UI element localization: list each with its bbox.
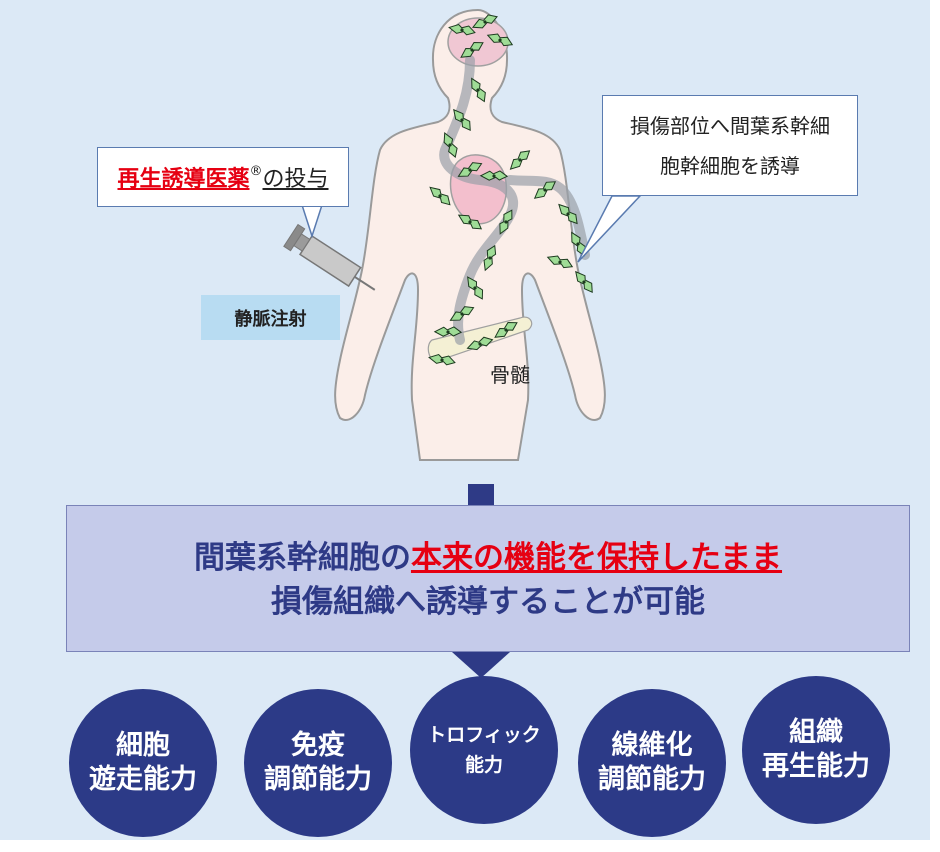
induction-line-1: 損傷部位へ間葉系幹細: [630, 114, 830, 138]
ability-cell-migration: 細胞 遊走能力: [69, 689, 217, 837]
ability-tissue-regeneration: 組織 再生能力: [742, 676, 890, 824]
ability-line-1: 組織: [789, 717, 843, 748]
ability-line-2: 調節能力: [264, 764, 372, 795]
left-callout-pointer: [300, 204, 324, 239]
induction-line-2: 胞幹細胞を誘導: [660, 154, 800, 178]
ability-fibrosis-regulation: 線維化 調節能力: [578, 689, 726, 837]
ability-line-1: 細胞: [116, 730, 170, 761]
right-callout-pointer: [577, 195, 642, 263]
main-line-2: 損傷組織へ誘導することが可能: [271, 584, 705, 620]
syringe-icon: [283, 223, 376, 291]
main-message-box: 間葉系幹細胞の本来の機能を保持したまま 損傷組織へ誘導することが可能: [66, 505, 910, 652]
ability-line-2: 再生能力: [762, 751, 870, 782]
registered-mark: ®: [249, 163, 263, 179]
intravenous-injection-label: 静脈注射: [201, 295, 340, 340]
blood-vessel: [439, 55, 590, 345]
ability-line-2: 遊走能力: [89, 764, 197, 795]
bone-marrow-label: 骨髄: [490, 363, 530, 387]
ability-line-1: 線維化: [611, 730, 693, 761]
drug-administration-callout: 再生誘導医薬®の投与: [97, 147, 349, 207]
down-arrow-top: [468, 484, 494, 506]
down-arrow-bottom: [452, 652, 510, 678]
main-line-1-prefix: 間葉系幹細胞の: [193, 540, 411, 576]
ability-line-1: 免疫: [291, 730, 345, 761]
ability-immunomodulation: 免疫 調節能力: [244, 689, 392, 837]
ability-line-2: 能力: [464, 754, 503, 776]
drug-name: 再生誘導医薬: [117, 167, 250, 192]
main-line-1: 間葉系幹細胞の本来の機能を保持したまま: [67, 536, 909, 580]
ability-trophic: トロフィック 能力: [410, 676, 558, 824]
induction-callout: 損傷部位へ間葉系幹細 胞幹細胞を誘導: [602, 95, 858, 196]
main-line-1-highlight: 本来の機能を保持したまま: [410, 540, 783, 576]
drug-administration-text: の投与: [262, 167, 329, 192]
body-silhouette: [334, 8, 606, 461]
ability-line-2: 調節能力: [598, 764, 706, 795]
ability-line-1: トロフィック: [427, 724, 541, 746]
